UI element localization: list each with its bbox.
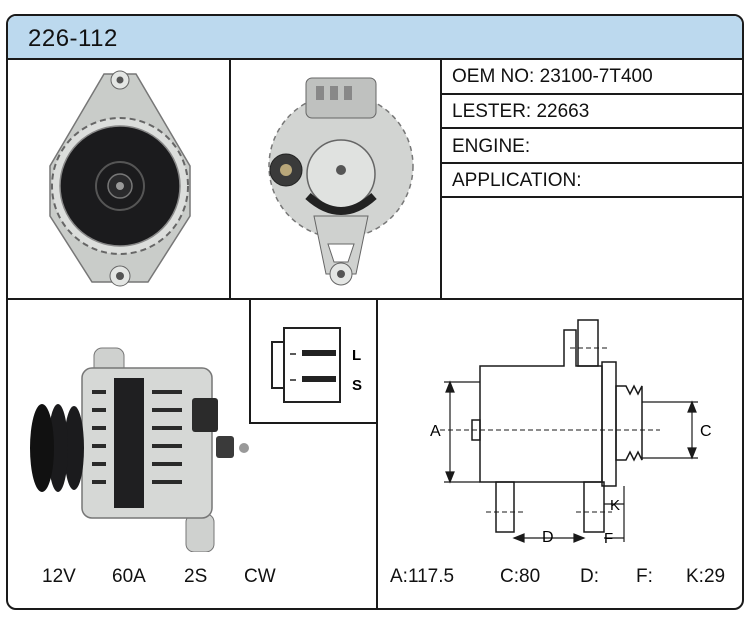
connector-plug-diagram: L S <box>271 327 362 403</box>
rating-groove: 2S <box>184 566 208 587</box>
spec-divider-2 <box>440 127 742 129</box>
header-bar: 226-112 <box>8 16 742 60</box>
connector-pin-s-label: S <box>352 377 362 394</box>
dimension-f-value: F: <box>636 566 653 587</box>
spec-divider-4 <box>440 196 742 198</box>
rating-amperage: 60A <box>112 566 146 587</box>
row-divider <box>8 298 742 300</box>
spec-divider-3 <box>440 162 742 164</box>
alternator-side-view-image <box>30 347 249 552</box>
rating-voltage: 12V <box>42 566 76 587</box>
dimension-d-value: D: <box>580 566 599 587</box>
alternator-front-view-image <box>49 70 191 287</box>
connector-pin-l-label: L <box>352 347 361 364</box>
rating-rotation: CW <box>244 566 276 587</box>
lester-row: LESTER: 22663 <box>452 101 589 123</box>
engine-row: ENGINE: <box>452 136 530 158</box>
dimension-f-label: F <box>604 530 613 544</box>
dimension-k-label: K <box>610 497 620 514</box>
dimension-c-value: C:80 <box>500 566 541 587</box>
dimension-a-label: A <box>430 423 441 440</box>
spec-divider-1 <box>440 93 742 95</box>
col-divider-bottom <box>376 300 378 608</box>
dimension-c-label: C <box>700 423 712 440</box>
alternator-rear-view-image <box>268 77 414 286</box>
dimension-k-value: K:29 <box>686 566 726 587</box>
oem-label: OEM NO: <box>452 66 535 87</box>
engine-label: ENGINE: <box>452 136 531 157</box>
col-divider-top-2 <box>440 58 442 298</box>
lester-value: 22663 <box>536 101 590 122</box>
connector-bottom-border <box>249 422 378 424</box>
col-divider-top-1 <box>229 58 231 298</box>
application-label: APPLICATION: <box>452 170 582 191</box>
dimension-a-value: A:117.5 <box>390 566 455 587</box>
lester-label: LESTER: <box>452 101 532 122</box>
part-number: 226-112 <box>28 25 118 52</box>
dimension-d-label: D <box>542 529 554 544</box>
oem-value: 23100-7T400 <box>539 66 653 87</box>
dimension-drawing: A C D F K <box>430 319 712 544</box>
oem-number-row: OEM NO: 23100-7T400 <box>452 66 653 88</box>
connector-left-border <box>249 300 251 424</box>
application-row: APPLICATION: <box>452 170 582 192</box>
product-sheet: 226-112 OEM NO: 23100-7T400 LESTER: 2266… <box>6 14 744 610</box>
